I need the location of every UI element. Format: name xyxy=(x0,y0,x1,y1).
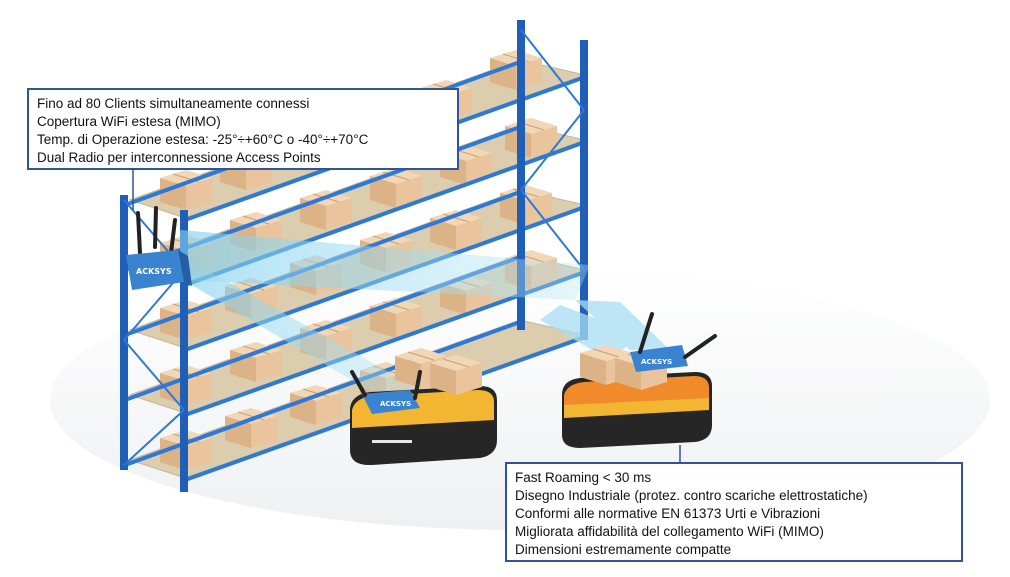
feature-line: Fast Roaming < 30 ms xyxy=(515,470,652,485)
agv-robot-right: ACKSYS xyxy=(562,312,717,448)
features-callout-client: Fast Roaming < 30 ms Disegno Industriale… xyxy=(505,462,963,562)
feature-line: Disegno Industriale (protez. contro scar… xyxy=(515,488,868,503)
device-brand-label: ACKSYS xyxy=(380,400,411,408)
wifi-beams xyxy=(175,230,670,400)
device-brand-label: ACKSYS xyxy=(136,267,172,276)
agv-robot-left: ACKSYS xyxy=(350,347,497,466)
feature-line: Dimensioni estremamente compatte xyxy=(515,542,732,557)
device-brand-label: ACKSYS xyxy=(641,358,672,366)
feature-line: Conformi alle normative EN 61373 Urti e … xyxy=(515,506,821,521)
feature-line: Migliorata affidabilità del collegamento… xyxy=(515,524,824,539)
access-point-device: ACKSYS xyxy=(126,206,192,290)
feature-line: Copertura WiFi estesa (MIMO) xyxy=(37,114,221,129)
feature-line: Dual Radio per interconnessione Access P… xyxy=(37,150,321,165)
feature-line: Temp. di Operazione estesa: -25°÷+60°C o… xyxy=(37,132,369,147)
feature-line: Fino ad 80 Clients simultaneamente conne… xyxy=(37,96,310,111)
features-callout-access-point: Fino ad 80 Clients simultaneamente conne… xyxy=(27,88,459,170)
